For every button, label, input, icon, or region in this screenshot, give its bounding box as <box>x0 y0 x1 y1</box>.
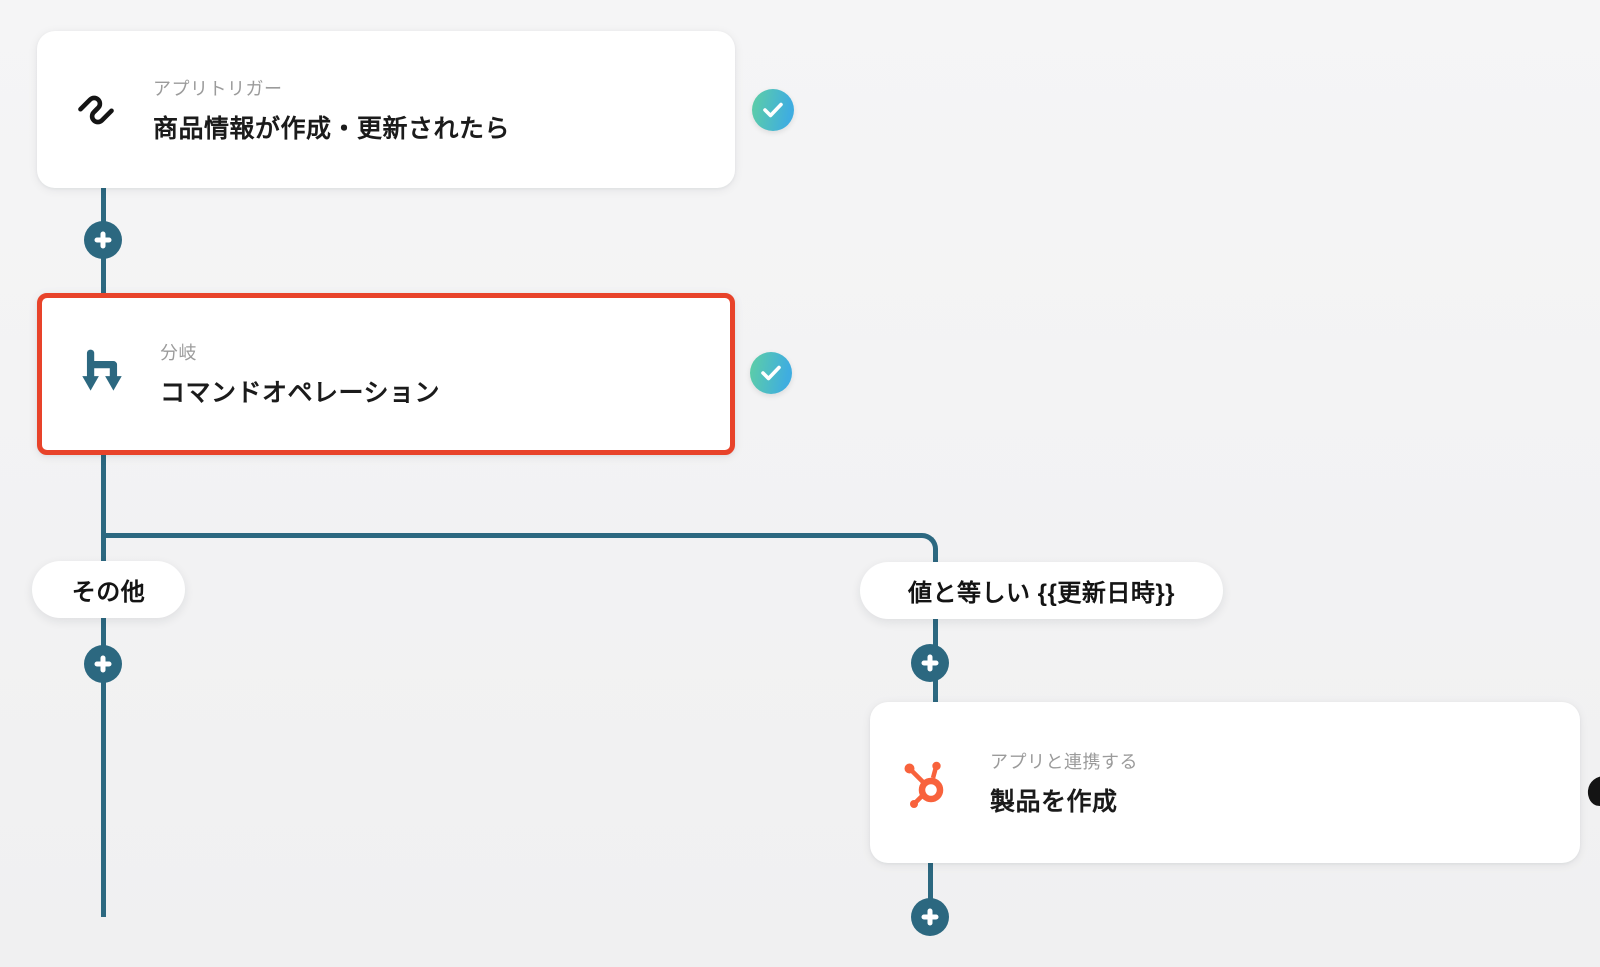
node-type-label: 分岐 <box>160 343 197 363</box>
branch-label-text: 値と等しい {{更新日時}} <box>907 580 1176 607</box>
branch-label-text: その他 <box>71 579 146 606</box>
add-step-button-after-action[interactable] <box>911 898 949 936</box>
node-type-label: アプリトリガー <box>153 78 283 99</box>
plus-icon <box>84 645 122 683</box>
branch-label-other[interactable]: その他 <box>32 561 185 618</box>
status-check-badge <box>750 352 792 394</box>
node-card-trigger[interactable]: アプリトリガー 商品情報が作成・更新されたら <box>37 31 735 188</box>
plus-icon <box>84 221 122 259</box>
node-type-label: アプリと連携する <box>990 751 1138 772</box>
connector-line <box>101 536 106 917</box>
branch-label-condition[interactable]: 値と等しい {{更新日時}} <box>860 562 1223 619</box>
add-step-button-left-branch[interactable] <box>84 645 122 683</box>
hubspot-icon <box>900 758 950 808</box>
mouse-cursor <box>1586 774 1600 808</box>
connector-line <box>101 455 106 538</box>
squarespace-icon <box>73 87 119 133</box>
status-check-badge <box>752 89 794 131</box>
node-card-branch[interactable]: 分岐 コマンドオペレーション <box>37 293 735 455</box>
connector-line <box>928 863 933 917</box>
branch-icon <box>75 347 129 401</box>
node-card-action[interactable]: アプリと連携する 製品を作成 <box>870 702 1580 863</box>
node-title: 商品情報が作成・更新されたら <box>153 114 511 143</box>
node-title: コマンドオペレーション <box>160 379 441 407</box>
branch-connector-corner <box>101 533 938 708</box>
add-step-button-right-branch[interactable] <box>911 644 949 682</box>
node-title: 製品を作成 <box>990 787 1118 816</box>
plus-icon <box>911 644 949 682</box>
add-step-button[interactable] <box>84 221 122 259</box>
plus-icon <box>911 898 949 936</box>
